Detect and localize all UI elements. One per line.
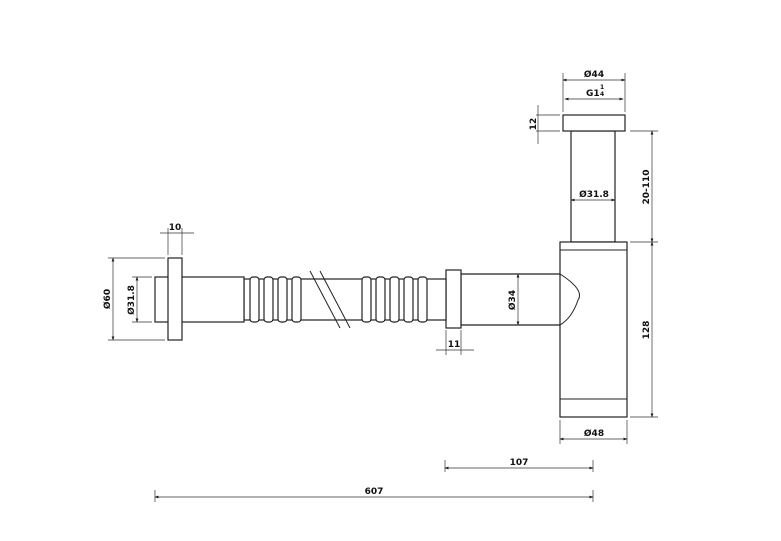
dim-collar-width: 11 [436, 330, 474, 355]
svg-text:107: 107 [510, 458, 529, 468]
hose-rib [375, 276, 386, 323]
hose-rib [403, 276, 414, 323]
corrugated-hose [243, 276, 447, 323]
svg-text:Ø48: Ø48 [584, 428, 604, 439]
hose-rib [361, 276, 372, 323]
hose-rib [263, 276, 274, 323]
svg-text:Ø31.8: Ø31.8 [579, 189, 609, 200]
wall-flange [167, 257, 183, 341]
svg-text:Ø34: Ø34 [507, 290, 518, 310]
svg-text:12: 12 [529, 118, 539, 131]
break-line [319, 270, 351, 329]
dim-total-length: 607 [154, 487, 594, 502]
dim-flange-width: 10 [160, 223, 194, 255]
collar-nut [445, 269, 462, 329]
dim-outlet-diameter: Ø34 [507, 273, 520, 326]
svg-text:1: 1 [600, 84, 604, 91]
dim-body-diameter: Ø48 [559, 420, 628, 444]
dim-cap-diameter: Ø44 [562, 69, 626, 112]
svg-text:10: 10 [169, 223, 182, 233]
svg-text:4: 4 [600, 91, 604, 98]
hose-rib [277, 276, 288, 323]
dim-tube-diameter: Ø31.8 [570, 189, 616, 202]
svg-text:607: 607 [365, 487, 384, 497]
svg-text:20-110: 20-110 [642, 169, 652, 204]
svg-text:G1: G1 [586, 89, 600, 99]
svg-text:Ø60: Ø60 [102, 289, 113, 309]
hose-rib [417, 276, 428, 323]
dim-body-height: 128 [630, 241, 658, 418]
dim-flange-diameter: Ø60 [102, 257, 165, 341]
dim-offset-length: 107 [444, 458, 594, 472]
elbow-curve [559, 273, 580, 326]
svg-text:11: 11 [448, 340, 461, 350]
top-cap [562, 114, 626, 132]
dim-pipe-diameter: Ø31.8 [126, 276, 152, 323]
dim-tube-length: 20-110 [630, 130, 658, 243]
break-line [309, 270, 341, 329]
svg-text:128: 128 [642, 321, 652, 340]
hose-rib [249, 276, 260, 323]
svg-text:Ø31.8: Ø31.8 [126, 285, 137, 315]
hose-rib [389, 276, 400, 323]
dim-thread: G1 1 4 [564, 84, 624, 101]
hose-rib [291, 276, 302, 323]
vertical-tube [570, 130, 616, 243]
svg-text:Ø44: Ø44 [584, 69, 604, 80]
trap-body [559, 241, 628, 418]
dim-cap-height: 12 [529, 105, 560, 144]
